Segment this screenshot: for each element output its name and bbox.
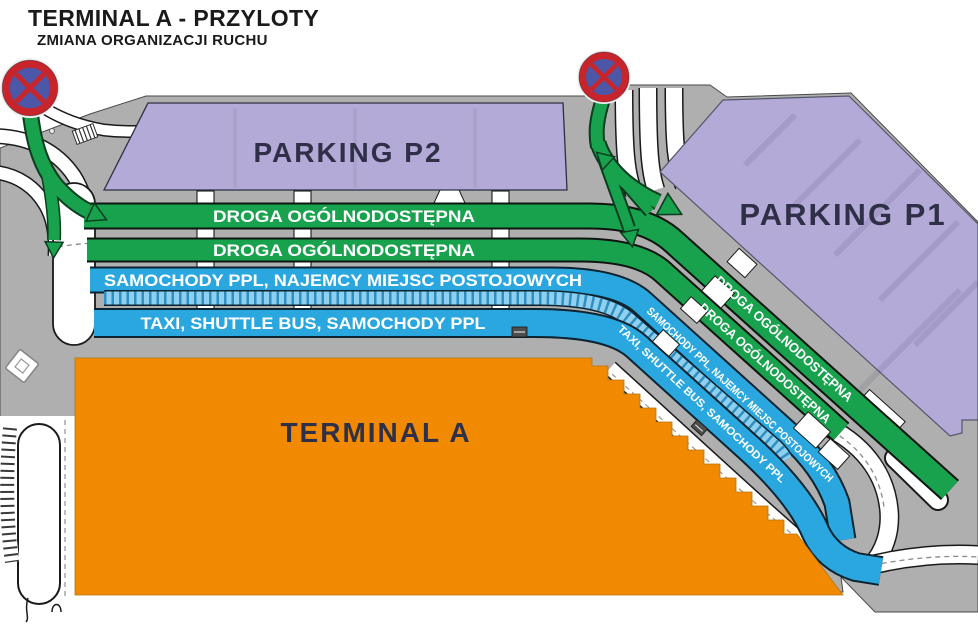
bus-stop-icon — [511, 326, 528, 338]
traffic-arrows-left — [21, 109, 108, 260]
ppl-tenants-road-band — [90, 266, 857, 543]
bottom-left-loop-road — [17, 423, 61, 605]
parking-p2 — [102, 102, 568, 191]
arrowhead-northwest — [595, 151, 617, 172]
p2-driveway — [433, 189, 466, 204]
page-subtitle: ZMIANA ORGANIZACJI RUCHU — [37, 32, 268, 49]
hatched-bus-lane — [104, 290, 793, 465]
public-road-band-2 — [87, 237, 850, 442]
pedestrian-crossings-diagonal — [651, 247, 851, 471]
arrowhead-down — [43, 240, 65, 260]
no-stopping-sign-middle — [577, 50, 631, 104]
page-title: TERMINAL A - PRZYLOTY — [28, 5, 320, 31]
no-stopping-sign-left — [0, 58, 60, 118]
stairs-icon — [71, 123, 99, 145]
terminal-a-label: TERMINAL A — [280, 417, 471, 448]
arrowhead-south — [619, 228, 640, 249]
parking-p2-label: PARKING P2 — [253, 137, 442, 168]
traffic-arrows-middle — [588, 96, 684, 249]
hatched-verge-stripes — [0, 427, 19, 563]
road-marker-dot — [49, 128, 55, 134]
taxi-shuttle-road-band — [94, 308, 884, 586]
public-road-label-2: DROGA OGÓLNODOSTĘPNA — [213, 241, 475, 260]
parking-p1 — [659, 95, 978, 437]
road-hook-bottom — [25, 597, 62, 623]
terminal-a-building — [74, 357, 844, 596]
taxi-shuttle-road-label: TAXI, SHUTTLE BUS, SAMOCHODY PPL — [141, 314, 486, 333]
parking-p1-label: PARKING P1 — [739, 197, 946, 232]
arrowhead-right — [84, 201, 108, 223]
info-sign-icon — [5, 349, 39, 383]
public-road-label-1: DROGA OGÓLNODOSTĘPNA — [213, 207, 475, 226]
arrowhead-diagonal — [655, 191, 684, 216]
bus-stop-icon-2 — [690, 419, 709, 437]
ppl-tenants-road-label: SAMOCHODY PPL, NAJEMCY MIEJSC POSTOJOWYC… — [104, 271, 582, 290]
public-road-band-1 — [84, 202, 960, 501]
